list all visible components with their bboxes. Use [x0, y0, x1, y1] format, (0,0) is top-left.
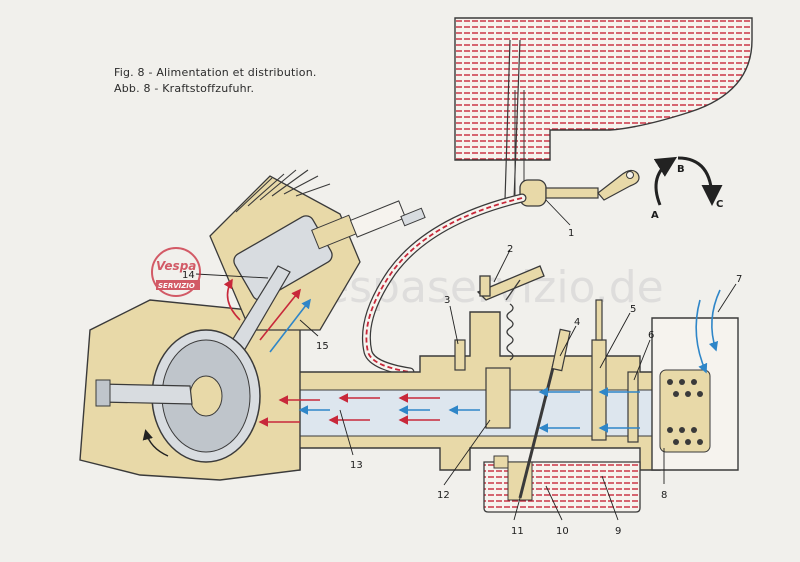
air-filter — [651, 317, 739, 471]
callout-4: 4 — [574, 317, 580, 328]
callout-15: 15 — [316, 341, 329, 352]
callout-12: 12 — [437, 490, 450, 501]
callout-9: 9 — [615, 526, 621, 537]
float-bowl — [483, 455, 641, 513]
flow-arrows — [223, 278, 721, 433]
callout-11: 11 — [511, 526, 524, 537]
callout-5: 5 — [630, 304, 636, 315]
svg-text:SERVIZIO: SERVIZIO — [158, 282, 195, 290]
flywheel — [151, 329, 261, 463]
crank-rotation-arrow — [142, 429, 169, 457]
caption-french: Fig. 8 - Alimentation et distribution. — [114, 66, 317, 79]
callout-3: 3 — [444, 295, 450, 306]
crankshaft — [95, 379, 193, 407]
tap-rotation-indicator — [653, 156, 723, 206]
svg-text:Vespa: Vespa — [156, 259, 196, 273]
callout-14: 14 — [182, 270, 195, 281]
fuel-tank — [454, 17, 753, 161]
spark-plug — [311, 200, 426, 250]
callout-7: 7 — [736, 274, 742, 285]
callout-8: 8 — [661, 490, 667, 501]
callout-numbers: 1 2 3 4 5 6 7 8 9 10 11 12 13 14 15 — [182, 228, 742, 537]
fuel-tap — [519, 169, 640, 207]
jets-and-needles — [454, 299, 639, 499]
label-b: B — [677, 164, 685, 175]
caption-german: Abb. 8 - Kraftstoffzufuhr. — [114, 82, 255, 95]
callout-2: 2 — [507, 244, 513, 255]
label-c: C — [716, 199, 723, 210]
callout-13: 13 — [350, 460, 363, 471]
leader-lines — [195, 199, 737, 521]
fuel-hose — [361, 193, 527, 377]
vespa-servizio-logo: Vespa SERVIZIO — [151, 247, 201, 297]
callout-1: 1 — [568, 228, 574, 239]
cylinder — [209, 169, 361, 331]
callout-6: 6 — [648, 330, 654, 341]
label-a: A — [651, 210, 659, 221]
callout-10: 10 — [556, 526, 569, 537]
tank-pipes — [504, 39, 525, 201]
throttle-linkage — [476, 265, 545, 361]
